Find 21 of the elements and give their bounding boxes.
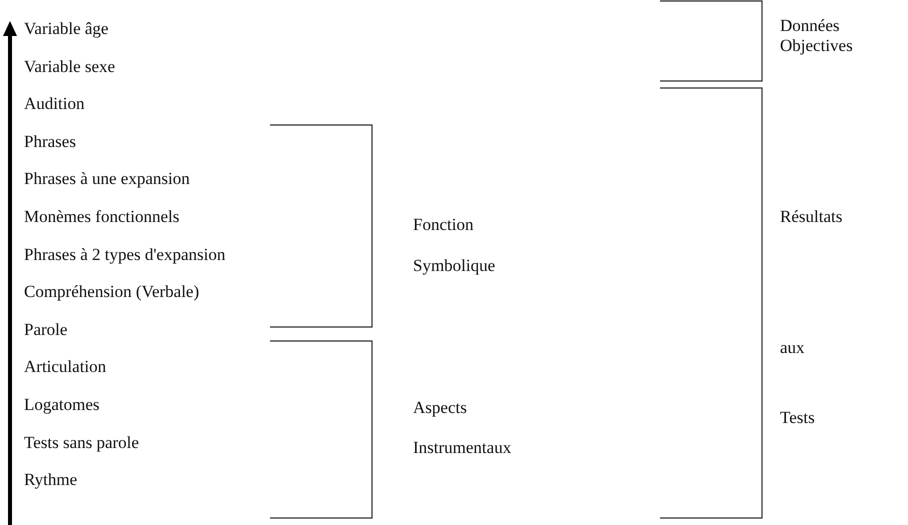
label-text: Instrumentaux [413, 438, 512, 458]
label-text: Phrases à 2 types d'expansion [24, 244, 226, 265]
label-text: Logatomes [24, 395, 100, 415]
label-text: Aspects [413, 398, 467, 418]
label-text: aux [780, 338, 805, 358]
label-text: Monèmes fonctionnels [24, 207, 180, 227]
label-text: Données Objectives [780, 16, 854, 56]
label-text: Phrases [24, 132, 76, 152]
label-text: Compréhension (Verbale) [24, 282, 200, 302]
label-text: Tests [780, 408, 815, 428]
label-text: Symbolique [413, 256, 496, 276]
label-text: Phrases à une expansion [24, 169, 190, 190]
label-text: Tests sans parole [24, 432, 139, 453]
label-text: Audition [24, 94, 84, 114]
label-text: Variable âge [24, 19, 108, 39]
label-text: Articulation [24, 357, 106, 378]
label-text: Résultats [780, 207, 842, 227]
label-text: Rythme [24, 470, 78, 490]
label-text: Variable sexe [24, 56, 116, 77]
label-text: Parole [24, 320, 68, 340]
label-text: Fonction [413, 215, 474, 235]
